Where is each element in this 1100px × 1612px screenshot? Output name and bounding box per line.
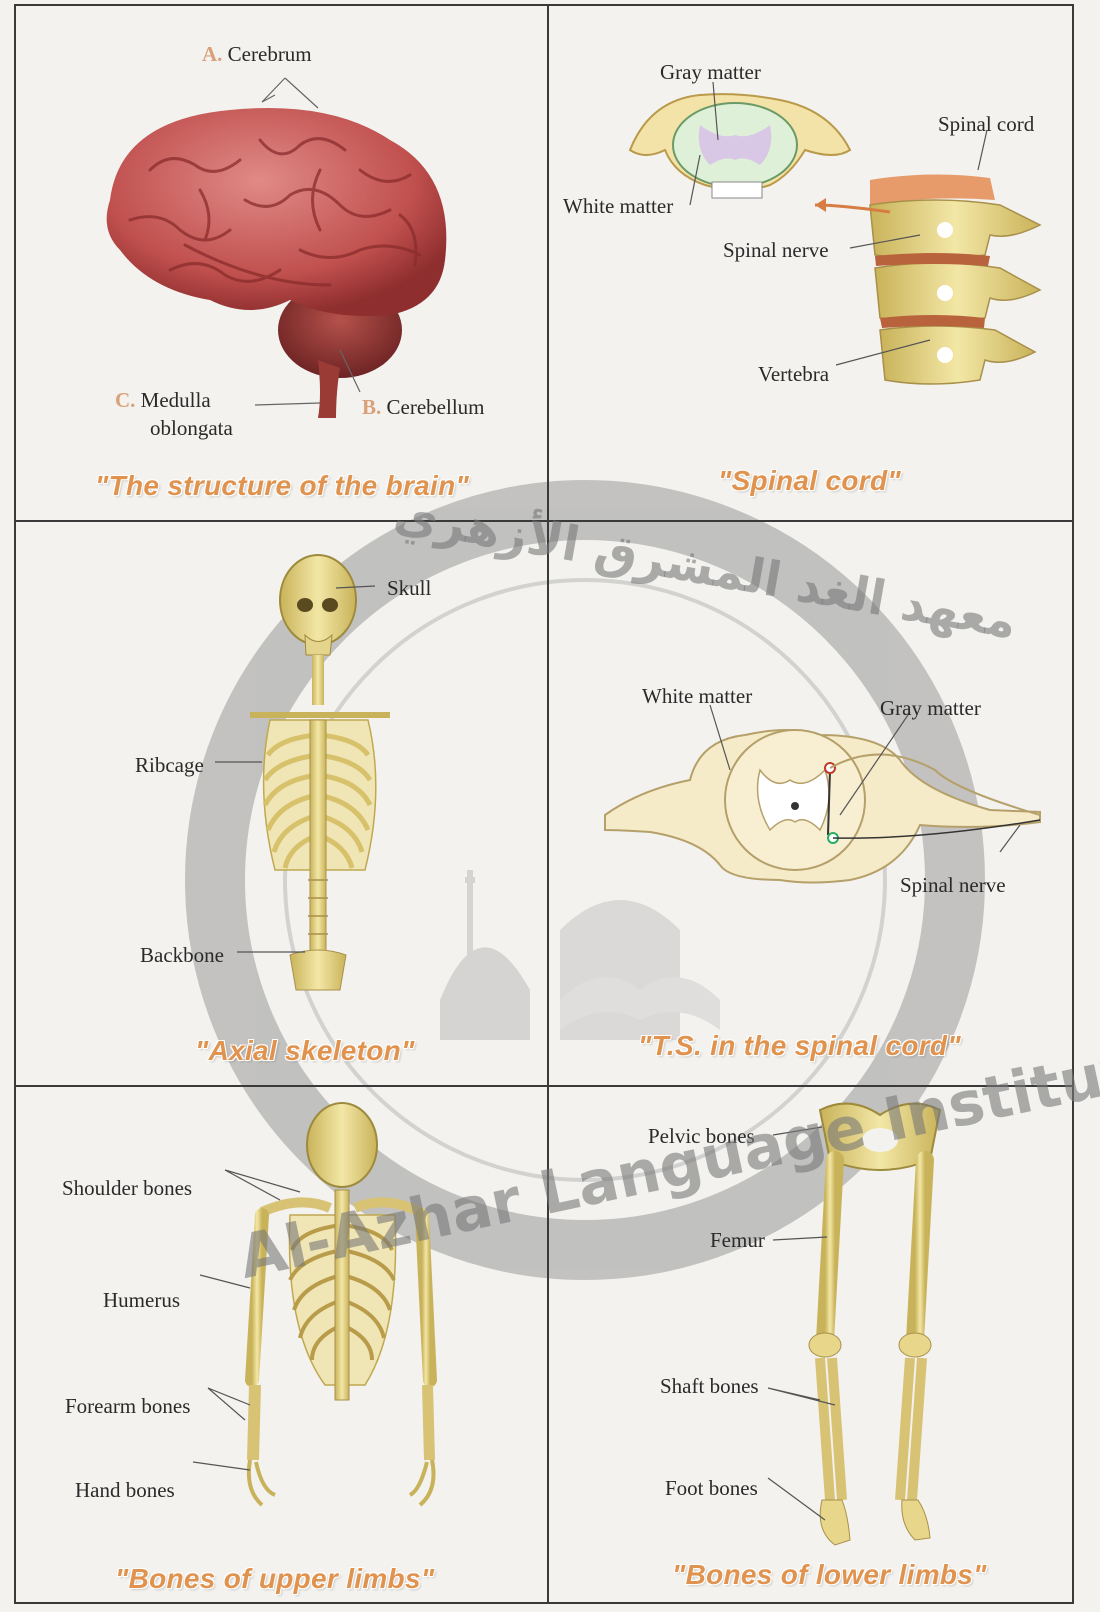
label-spinal-cord: Spinal cord bbox=[938, 114, 1034, 135]
caption-lower-limbs: "Bones of lower limbs" bbox=[672, 1559, 987, 1591]
label-vertebra: Vertebra bbox=[758, 364, 829, 385]
vertebral-column bbox=[870, 174, 1040, 384]
caption-upper-limbs: "Bones of upper limbs" bbox=[115, 1563, 434, 1595]
label-shaft-bones: Shaft bones bbox=[660, 1376, 759, 1397]
label-humerus: Humerus bbox=[103, 1290, 180, 1311]
backbone-shape bbox=[310, 720, 326, 960]
label-gray-matter: Gray matter bbox=[660, 62, 761, 83]
medulla-shape bbox=[318, 360, 340, 418]
label-medulla: C. Medulla bbox=[115, 390, 211, 411]
frame-bottom bbox=[14, 1602, 1074, 1604]
label-medulla-line2: oblongata bbox=[150, 418, 233, 439]
label-foot-bones: Foot bones bbox=[665, 1478, 758, 1499]
brain-illustration bbox=[107, 78, 447, 418]
cerebrum-pointer bbox=[262, 78, 318, 108]
label-shoulder-bones: Shoulder bones bbox=[62, 1178, 192, 1199]
label-forearm-bones: Forearm bones bbox=[65, 1396, 190, 1417]
label-ribcage: Ribcage bbox=[135, 755, 204, 776]
cerebrum-shape bbox=[107, 108, 447, 316]
upper-limbs-illustration bbox=[193, 1103, 434, 1505]
caption-ts-spinal-cord: "T.S. in the spinal cord" bbox=[638, 1030, 961, 1062]
label-ts-white-matter: White matter bbox=[642, 686, 752, 707]
frame-top bbox=[14, 4, 1074, 6]
caption-axial-skeleton: "Axial skeleton" bbox=[195, 1035, 415, 1067]
caption-spinal-cord: "Spinal cord" bbox=[718, 465, 901, 497]
label-skull: Skull bbox=[387, 578, 431, 599]
label-backbone: Backbone bbox=[140, 945, 224, 966]
label-hand-bones: Hand bones bbox=[75, 1480, 175, 1501]
divider-vertical bbox=[547, 4, 549, 1604]
cord-cross-section bbox=[630, 94, 850, 198]
medulla-pointer bbox=[255, 403, 320, 405]
frame-left bbox=[14, 4, 16, 1604]
label-white-matter: White matter bbox=[563, 196, 673, 217]
frame-right bbox=[1072, 4, 1074, 1604]
label-ts-gray-matter: Gray matter bbox=[880, 698, 981, 719]
skull-shape bbox=[280, 555, 356, 645]
label-ts-spinal-nerve: Spinal nerve bbox=[900, 875, 1006, 896]
label-cerebellum: B. Cerebellum bbox=[362, 397, 484, 418]
label-femur: Femur bbox=[710, 1230, 765, 1251]
label-cerebrum: A. Cerebrum bbox=[202, 44, 312, 65]
label-spinal-nerve: Spinal nerve bbox=[723, 240, 829, 261]
